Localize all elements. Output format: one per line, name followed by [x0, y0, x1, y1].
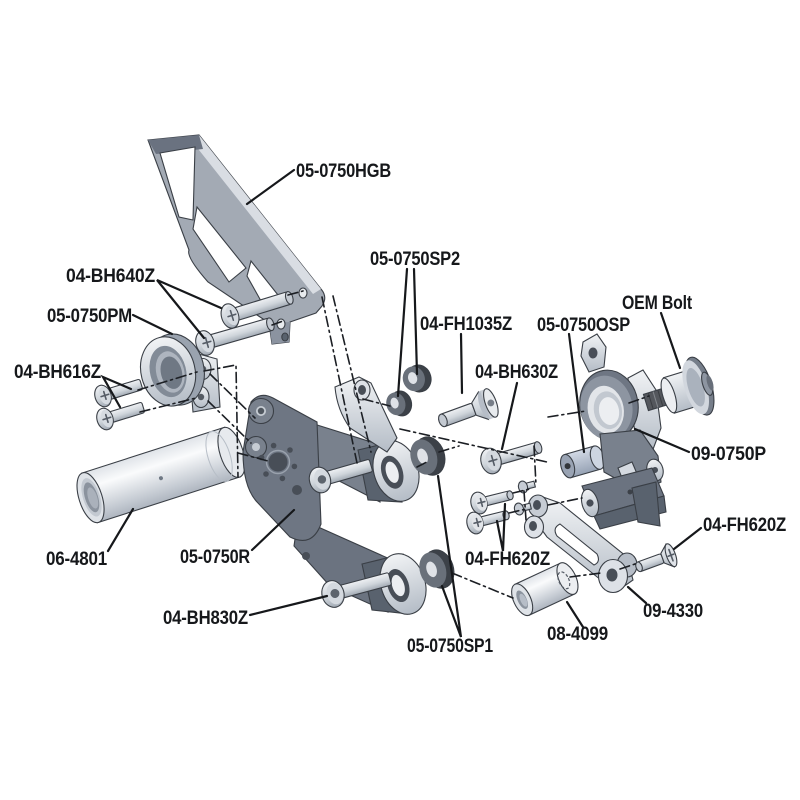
flat-head-bolt-620-left-1 [470, 490, 514, 515]
label-spacer-set-2: 05-0750SP2 [370, 249, 460, 270]
spacer-sp2-upper [402, 364, 432, 393]
footpeg-tube-drawing [76, 426, 246, 524]
leader-lines [100, 168, 703, 638]
label-pivot-bracket: 09-0750P [691, 444, 766, 465]
label-heel-guard-bolts: 04-BH640Z [66, 266, 156, 287]
pivot-bracket-drawing [579, 333, 667, 530]
label-oem-bolt: OEM Bolt [622, 293, 693, 314]
label-peg-mount-bolts: 04-BH616Z [14, 362, 102, 383]
label-button-head-bolt-830: 04-BH830Z [163, 608, 249, 629]
label-heel-guard: 05-0750HGB [296, 161, 391, 182]
label-button-head-bolt-630: 04-BH630Z [475, 362, 559, 383]
oem-bolt-drawing [642, 356, 715, 416]
offset-spacer-drawing [559, 445, 605, 479]
part-labels: 05-0750HGB 04-BH640Z 05-0750PM 04-BH616Z… [14, 161, 787, 657]
heel-guard-bolt-2 [195, 317, 275, 356]
shift-link-drawing [523, 494, 638, 594]
spacer-sp1-lower [419, 549, 455, 589]
flat-head-bolt-620-right-drawing [635, 542, 678, 573]
label-offset-spacer: 05-0750OSP [537, 315, 630, 336]
main-arm-drawing [242, 394, 427, 615]
label-peg-mount: 05-0750PM [47, 306, 132, 327]
label-shift-link: 09-4330 [643, 601, 703, 622]
label-spacer-set-1: 05-0750SP1 [407, 636, 494, 657]
flat-head-bolt-620-left-2 [466, 510, 510, 535]
label-flat-head-bolt-620-right: 04-FH620Z [703, 515, 787, 536]
pivot-web-drawing [334, 376, 398, 453]
label-flat-head-bolt-1035: 04-FH1035Z [420, 314, 513, 335]
link-spacer-tube-drawing [511, 562, 579, 617]
flat-head-bolt-1035-drawing [438, 388, 499, 428]
label-main-arm: 05-0750R [180, 547, 250, 568]
lower-bolt-830-drawing [321, 572, 392, 608]
assembly-centerlines [137, 290, 650, 599]
label-footpeg-tube: 06-4801 [46, 549, 108, 570]
small-set-screw-2 [513, 502, 533, 516]
label-flat-head-bolts-620-left: 04-FH620Z [465, 549, 551, 570]
label-link-spacer-tube: 08-4099 [547, 624, 608, 645]
spacer-sp2-lower [386, 390, 413, 417]
arm-upper-bolt [308, 459, 373, 494]
peg-mount-bolt-1 [94, 378, 143, 408]
peg-mount-bolt-2 [96, 401, 145, 431]
spacer-sp1-upper [410, 436, 446, 476]
button-head-bolt-630-drawing [480, 441, 543, 475]
